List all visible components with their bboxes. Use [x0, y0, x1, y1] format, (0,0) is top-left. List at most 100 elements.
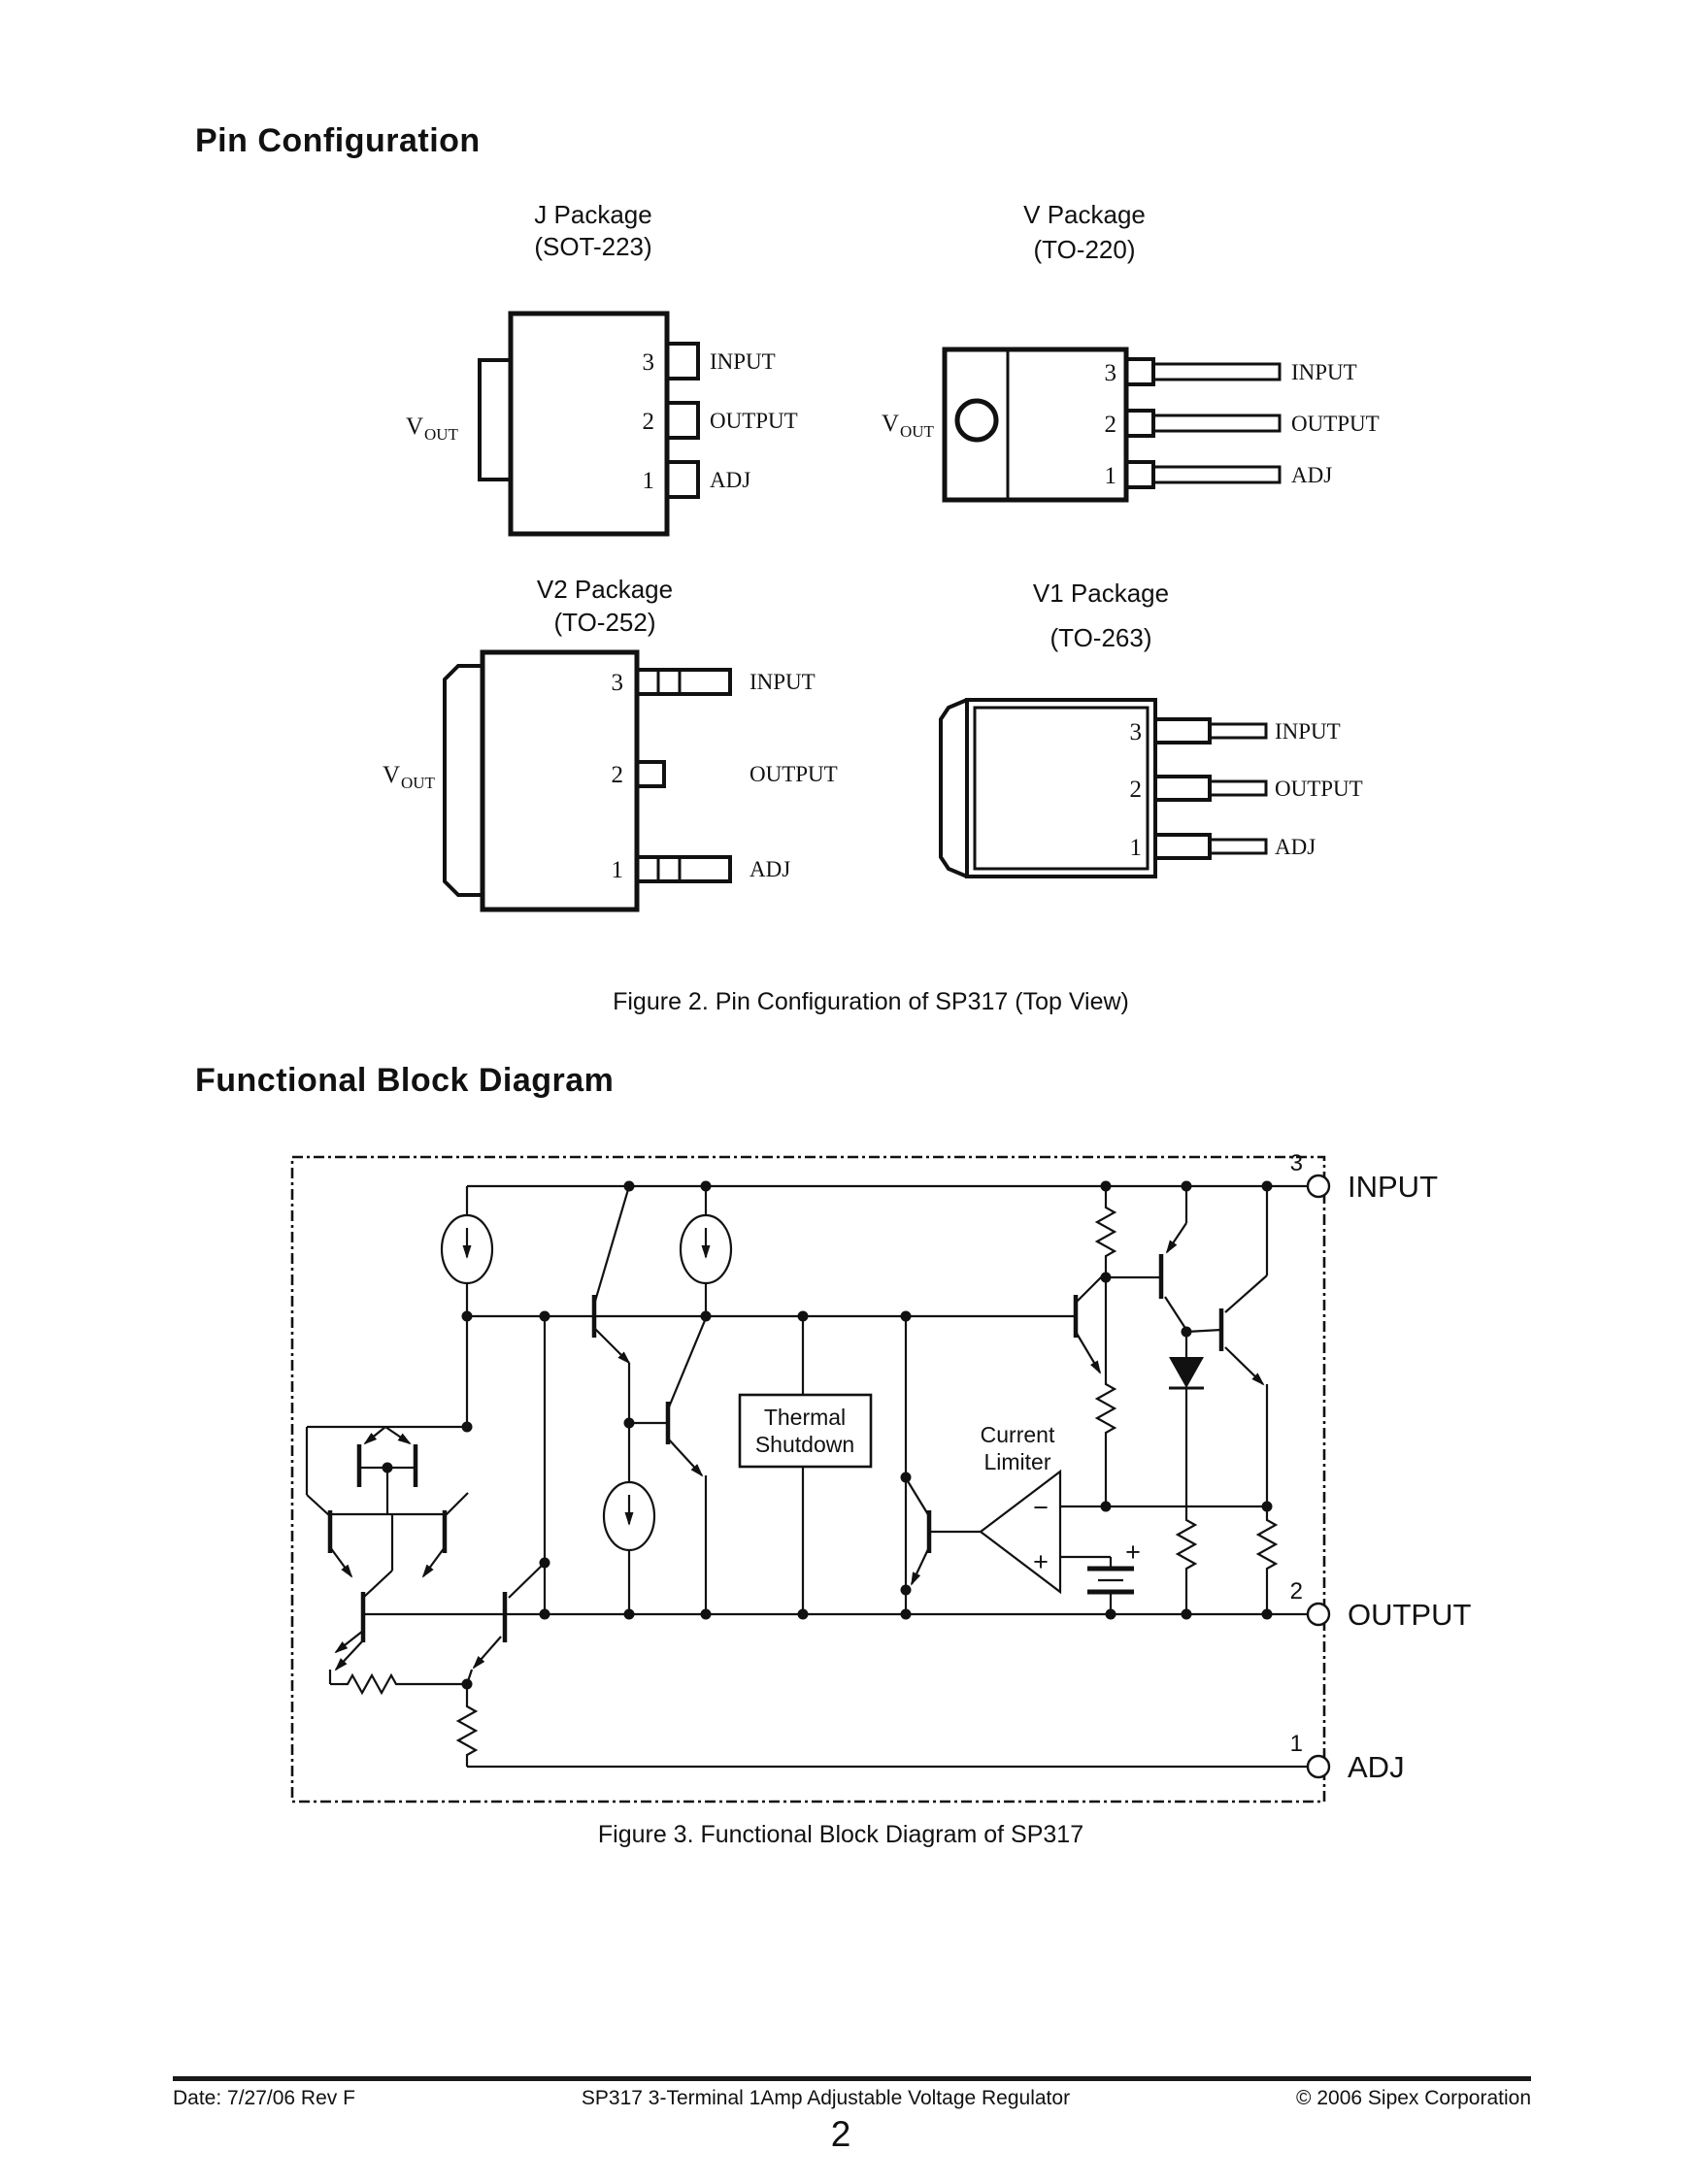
- v-package-body: [942, 347, 1129, 503]
- v1-package-diagram: V1 Package (TO-263) 3 2 1 INPUT OUTPUT A…: [939, 579, 1363, 878]
- current-source-2: [681, 1215, 731, 1283]
- terminal-adj-label: ADJ: [1348, 1750, 1405, 1784]
- j-package-tab: [478, 358, 513, 481]
- v-pin2-label: OUTPUT: [1291, 412, 1380, 436]
- resistor-output-1: [1176, 1512, 1197, 1578]
- junction-dots: [382, 1180, 1273, 1690]
- v-package-diagram: V Package (TO-220) 3 2 1 INPUT OUTPUT AD…: [882, 200, 1380, 503]
- resistor-adj: [456, 1699, 478, 1765]
- j-package-pin1: [665, 460, 700, 499]
- j-package-pin3: [665, 342, 700, 381]
- terminal-input-label: INPUT: [1348, 1170, 1438, 1204]
- terminal-input-node: [1306, 1174, 1331, 1199]
- svg-text:3: 3: [1290, 1150, 1303, 1176]
- opamp-triangle: [979, 1469, 1062, 1595]
- v2-vout-label: V: [383, 762, 400, 788]
- terminal-adj: 1 ADJ: [1290, 1731, 1405, 1784]
- battery-symbol: [1087, 1566, 1134, 1614]
- j-package-name: J Package: [534, 200, 651, 229]
- resistor-horizontal: [340, 1673, 406, 1695]
- svg-text:OUT: OUT: [401, 774, 436, 792]
- v-pin3-label: INPUT: [1291, 360, 1357, 384]
- circuit-wires: [305, 1184, 1308, 1769]
- v2-pin1-label: ADJ: [750, 857, 790, 881]
- svg-text:2: 2: [612, 762, 624, 788]
- opamp-minus-sign: −: [1033, 1493, 1049, 1522]
- svg-text:1: 1: [1130, 835, 1143, 861]
- svg-text:1: 1: [1290, 1731, 1303, 1757]
- functional-block-diagram: Thermal Shutdown Current Limiter − + + 3…: [290, 1150, 1472, 1803]
- svg-text:2: 2: [1130, 777, 1143, 803]
- figure2-caption: Figure 2. Pin Configuration of SP317 (To…: [613, 988, 1129, 1015]
- svg-text:3: 3: [1130, 719, 1143, 745]
- v1-package-name: V1 Package: [1033, 579, 1169, 608]
- section-title-pin-configuration: Pin Configuration: [195, 122, 481, 159]
- resistor-top-right: [1095, 1200, 1116, 1266]
- terminal-input: 3 INPUT: [1290, 1150, 1438, 1204]
- v-package-mounting-hole: [954, 398, 999, 443]
- j-package-diagram: J Package (SOT-223) 3 2 1 INPUT OUTPUT A…: [406, 200, 798, 537]
- v2-package-diagram: V2 Package (TO-252) 3 2 1 INPUT OUTPUT A…: [383, 575, 838, 912]
- svg-text:3: 3: [643, 349, 655, 376]
- thermal-shutdown-label: Thermal: [764, 1405, 846, 1430]
- footer-date: Date: 7/27/06 Rev F: [173, 2087, 355, 2109]
- battery-plus-sign: +: [1125, 1538, 1141, 1567]
- svg-text:1: 1: [643, 468, 655, 494]
- page-number: 2: [830, 2114, 851, 2154]
- j-vout-label: V: [406, 414, 423, 440]
- svg-text:2: 2: [643, 409, 655, 435]
- v2-package-pins: [635, 668, 732, 883]
- v1-package-body: [965, 698, 1157, 878]
- v-vout-label: V: [882, 411, 899, 437]
- v1-pin2-label: OUTPUT: [1275, 777, 1363, 801]
- v1-pin1-label: ADJ: [1275, 835, 1316, 859]
- footer-rule: [173, 2076, 1531, 2081]
- j-pin3-label: INPUT: [710, 349, 776, 374]
- svg-text:2: 2: [1105, 412, 1117, 438]
- section-title-functional-block-diagram: Functional Block Diagram: [195, 1062, 615, 1099]
- v2-package-name: V2 Package: [537, 575, 673, 604]
- block-diagram-border: [290, 1155, 1326, 1803]
- v1-package-pins: [1153, 717, 1268, 860]
- v1-package-variant: (TO-263): [1050, 623, 1152, 652]
- j-package-variant: (SOT-223): [534, 232, 651, 261]
- v1-package-tab: [939, 698, 968, 878]
- v-pin1-label: ADJ: [1291, 463, 1332, 487]
- svg-text:3: 3: [1105, 360, 1117, 386]
- terminal-adj-node: [1306, 1754, 1331, 1779]
- svg-text:2: 2: [1290, 1578, 1303, 1605]
- v1-pin3-label: INPUT: [1275, 719, 1341, 744]
- j-pin2-label: OUTPUT: [710, 409, 798, 433]
- v2-pin3-label: INPUT: [750, 670, 816, 694]
- resistor-output-2: [1256, 1512, 1278, 1578]
- v2-package-tab: [443, 664, 483, 897]
- footer-doc-title: SP317 3-Terminal 1Amp Adjustable Voltage…: [581, 2087, 1071, 2109]
- terminal-output-label: OUTPUT: [1348, 1598, 1472, 1632]
- v2-package-variant: (TO-252): [554, 608, 656, 637]
- diode: [1169, 1357, 1204, 1388]
- svg-text:3: 3: [612, 670, 624, 696]
- svg-text:Limiter: Limiter: [983, 1449, 1050, 1474]
- svg-text:1: 1: [1105, 463, 1117, 489]
- v-package-variant: (TO-220): [1034, 235, 1136, 264]
- footer-copyright: © 2006 Sipex Corporation: [1296, 2087, 1531, 2109]
- j-package-pin2: [665, 401, 700, 440]
- opamp-plus-sign: +: [1033, 1547, 1049, 1576]
- svg-text:Shutdown: Shutdown: [755, 1432, 854, 1457]
- v-package-pins: [1124, 357, 1282, 489]
- thermal-shutdown-box: [738, 1393, 873, 1469]
- v2-pin2-label: OUTPUT: [750, 762, 838, 786]
- svg-text:OUT: OUT: [424, 425, 459, 444]
- svg-text:OUT: OUT: [900, 422, 935, 441]
- j-pin1-label: ADJ: [710, 468, 750, 492]
- v-package-name: V Package: [1023, 200, 1146, 229]
- current-source-1: [442, 1215, 492, 1283]
- figure3-caption: Figure 3. Functional Block Diagram of SP…: [597, 1821, 1084, 1848]
- current-source-3: [604, 1482, 654, 1550]
- current-limiter-label: Current: [981, 1422, 1055, 1447]
- terminal-output: 2 OUTPUT: [1290, 1578, 1472, 1632]
- resistor-mid-right: [1095, 1376, 1116, 1442]
- terminal-output-node: [1306, 1602, 1331, 1627]
